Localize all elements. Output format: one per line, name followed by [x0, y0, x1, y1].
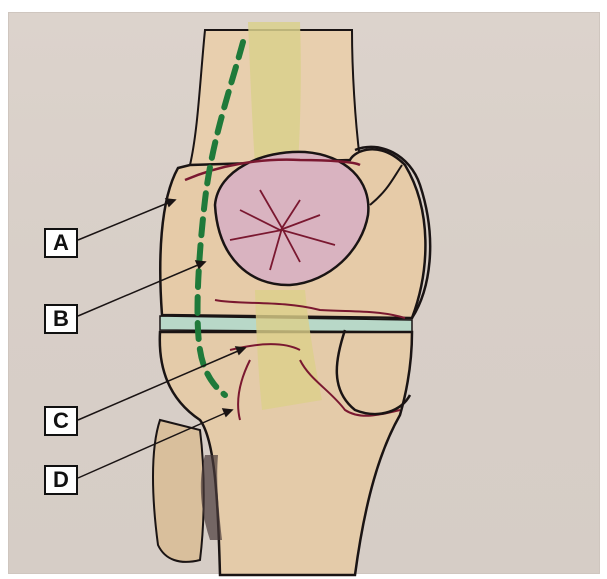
label-c: C [44, 406, 78, 436]
label-a: A [44, 228, 78, 258]
label-b: B [44, 304, 78, 334]
quadriceps-tendon [248, 22, 301, 165]
label-d: D [44, 465, 78, 495]
